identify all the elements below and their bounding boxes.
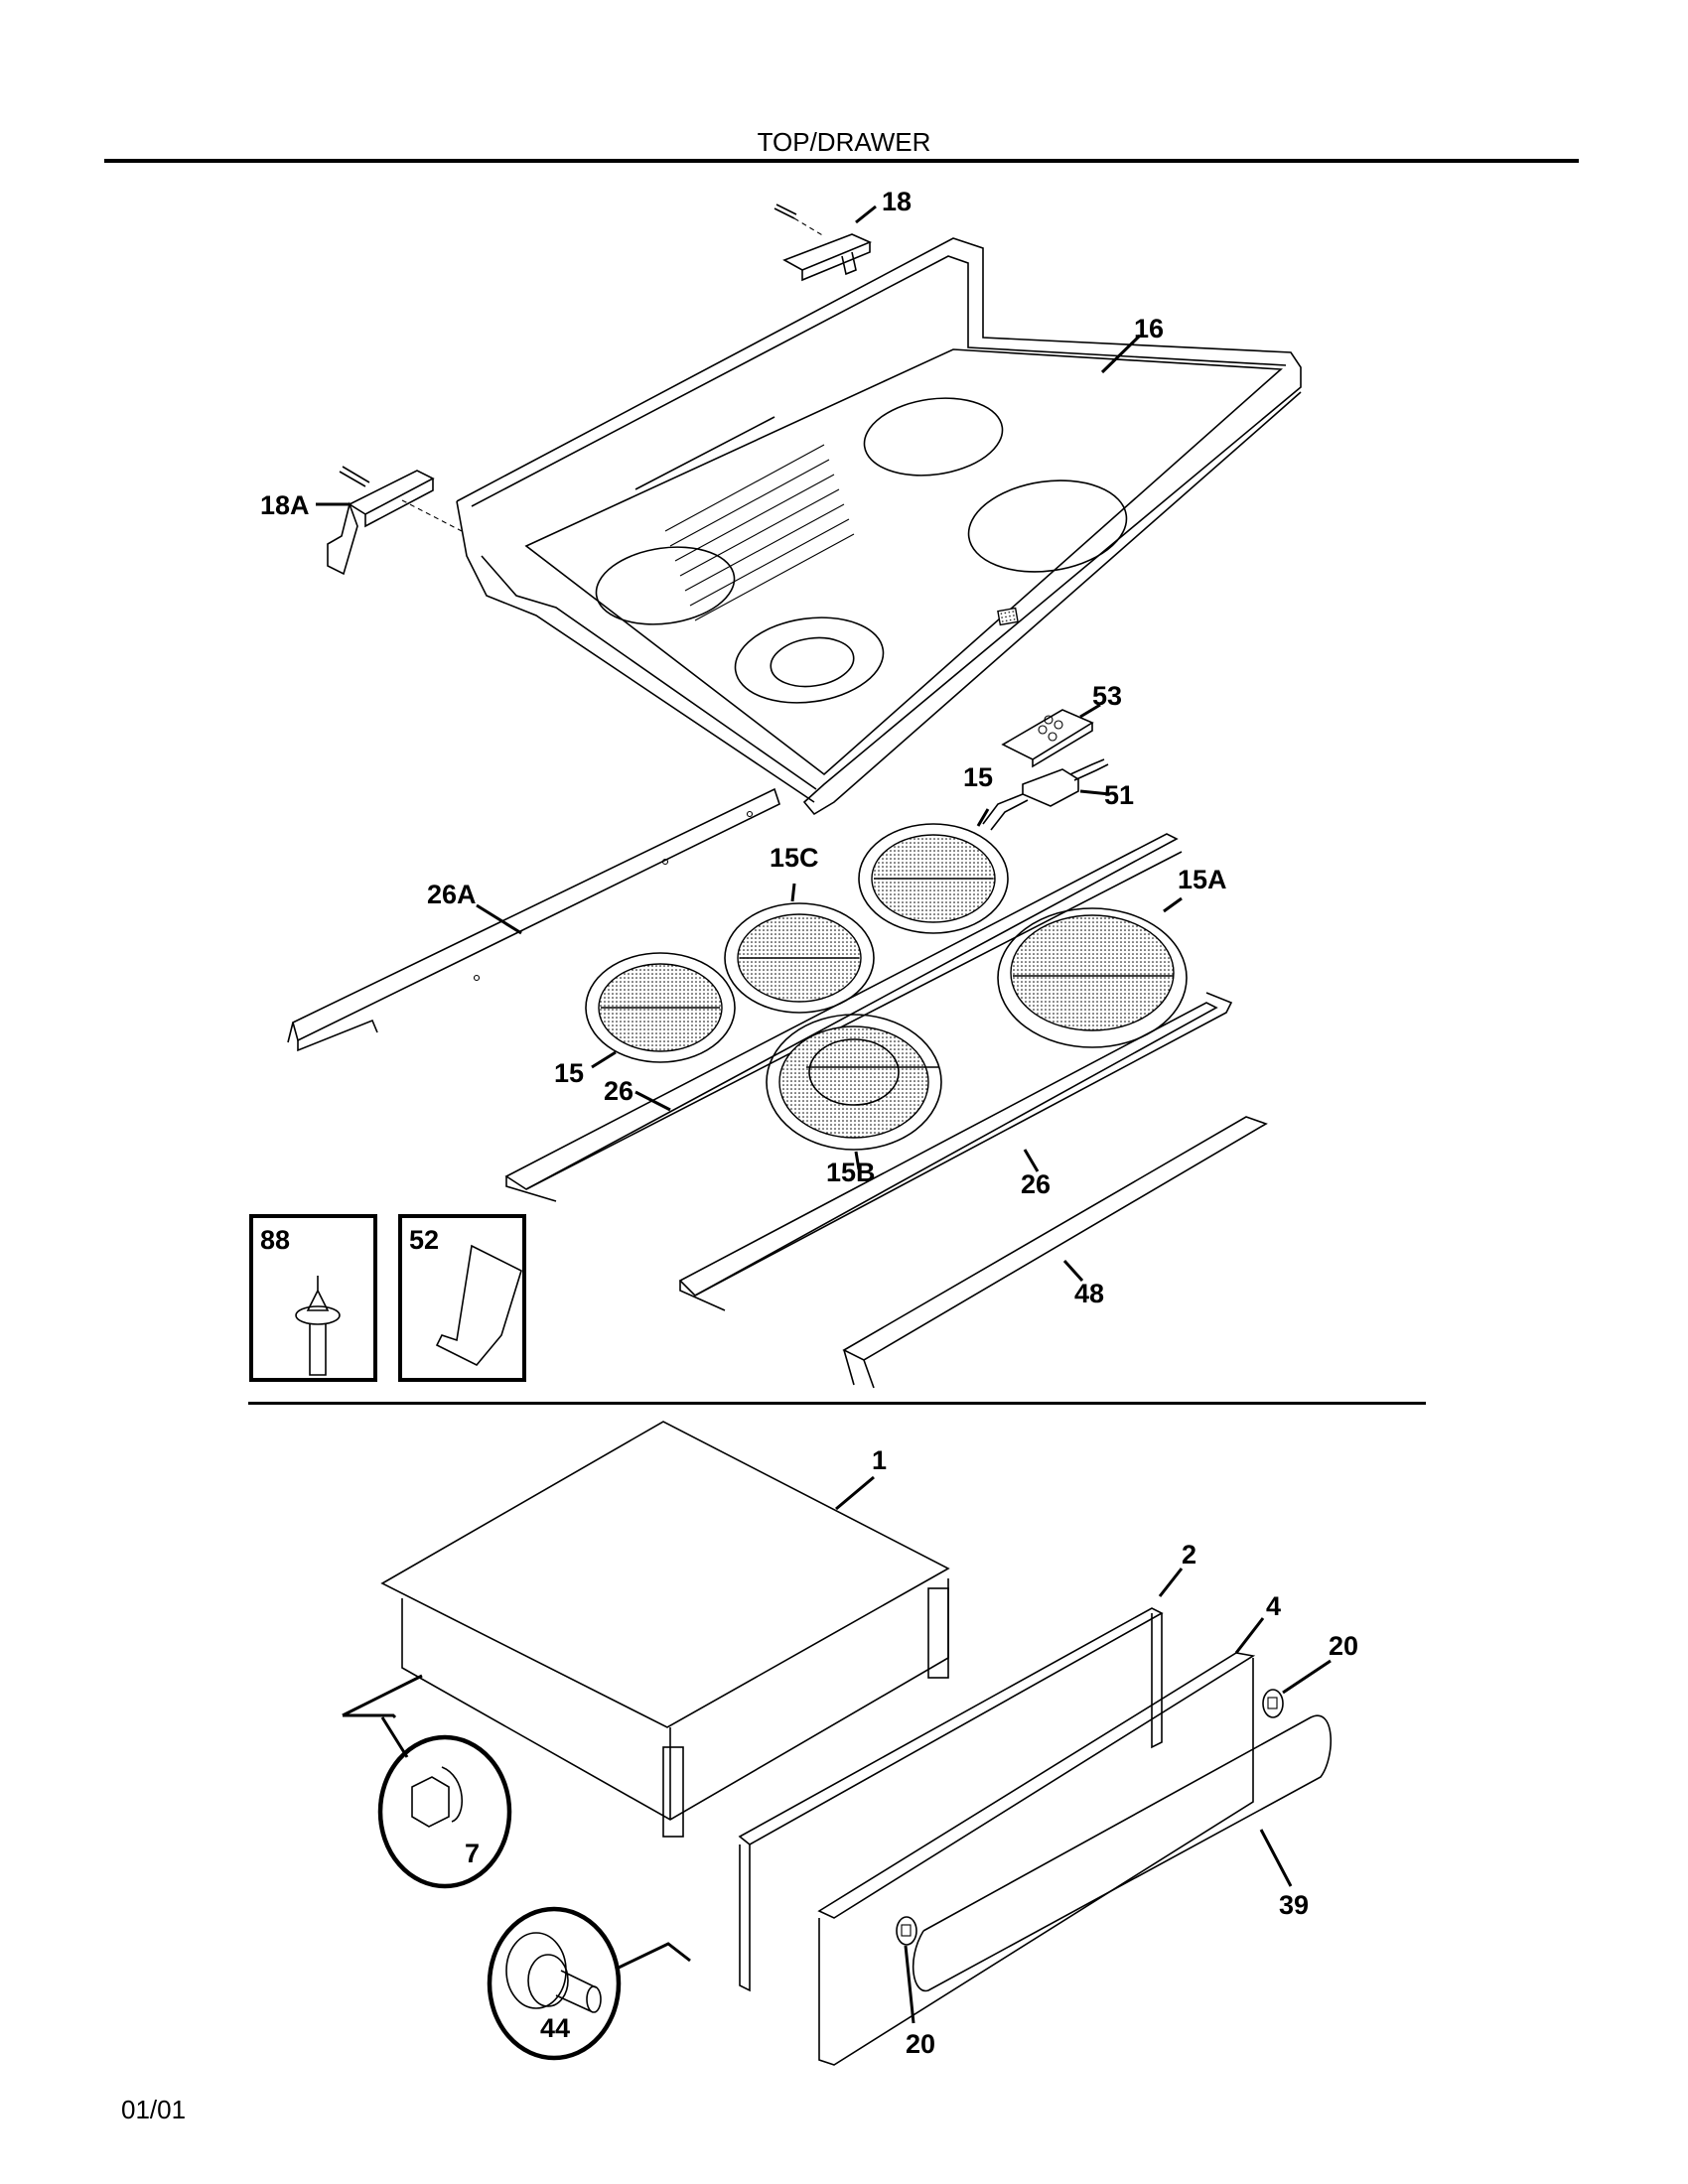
label-18A: 18A: [260, 490, 310, 520]
label-20-upper: 20: [1329, 1631, 1358, 1661]
trim-48: [842, 1116, 1268, 1389]
callout-7-drawer-stop: [342, 1674, 512, 1889]
label-26-left: 26: [604, 1076, 633, 1106]
label-15C: 15C: [770, 843, 819, 873]
support-rail-26-right: [678, 992, 1233, 1311]
label-2: 2: [1182, 1540, 1196, 1570]
label-26-right: 26: [1021, 1169, 1051, 1199]
inset-box-88-stud: [249, 1214, 377, 1382]
diagram-title: TOP/DRAWER: [757, 127, 931, 157]
label-15-rear: 15: [963, 762, 993, 792]
label-26A: 26A: [427, 880, 477, 909]
inset-box-52-clip: [398, 1214, 526, 1382]
label-15A: 15A: [1178, 865, 1227, 894]
callout-44-roller: [487, 1906, 691, 2061]
washer-20-lower: [896, 1916, 917, 2024]
radiant-element-15B: [766, 1014, 942, 1170]
drawer-panel-2: [738, 1568, 1184, 1992]
label-1: 1: [872, 1445, 887, 1475]
label-88: 88: [260, 1225, 290, 1255]
footer-code: 01/01: [121, 2095, 187, 2124]
drawer-handle-39: [912, 1714, 1333, 1992]
label-51: 51: [1104, 780, 1134, 810]
trim-strip-26A: [287, 787, 780, 1052]
radiant-element-15-left: [585, 952, 736, 1069]
section-divider: [248, 1402, 1426, 1405]
label-48: 48: [1074, 1279, 1104, 1308]
title-rule: [104, 159, 1579, 163]
label-52: 52: [409, 1225, 439, 1255]
radiant-element-15A: [997, 896, 1188, 1048]
radiant-element-15-rear: [858, 808, 1009, 934]
drawer-front-4: [817, 1617, 1265, 2066]
cooktop-glass-top-16: [456, 237, 1302, 816]
terminal-block-51: [982, 758, 1111, 831]
support-rail-26-left: [504, 833, 1183, 1202]
label-7: 7: [465, 1839, 480, 1868]
cooktop-vents: [664, 444, 855, 621]
label-44: 44: [540, 2013, 570, 2043]
terminal-cover-53: [1001, 703, 1101, 768]
label-53: 53: [1092, 681, 1122, 711]
hinge-bracket-18: [774, 204, 877, 282]
radiant-element-15C: [724, 883, 875, 1014]
hinge-bracket-18A: [316, 466, 463, 576]
label-15B: 15B: [826, 1158, 876, 1187]
label-39: 39: [1279, 1890, 1309, 1920]
drawer-body-1: [380, 1421, 950, 1838]
label-18: 18: [882, 187, 912, 216]
label-16: 16: [1134, 314, 1164, 343]
label-20-lower: 20: [906, 2029, 935, 2059]
label-15-left: 15: [554, 1058, 584, 1088]
washer-20-upper: [1262, 1659, 1332, 1718]
label-4: 4: [1266, 1591, 1281, 1621]
